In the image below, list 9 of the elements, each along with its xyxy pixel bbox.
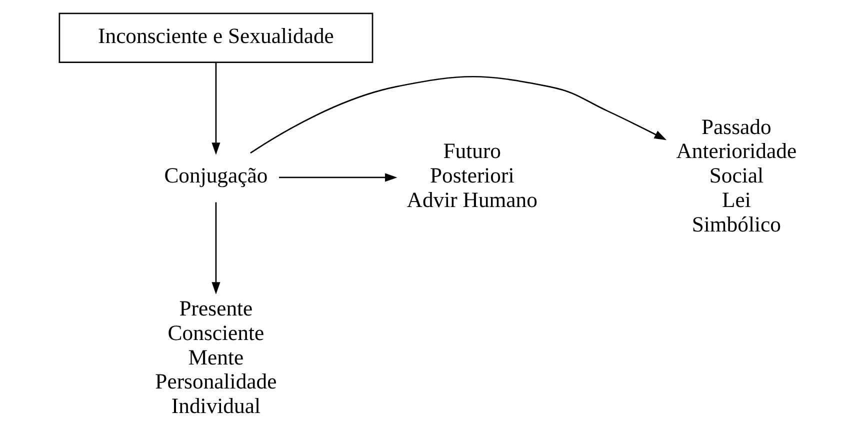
arrow xyxy=(211,62,220,155)
node-text: Conjugação xyxy=(164,164,268,188)
arrow xyxy=(250,76,666,154)
arrow xyxy=(211,202,220,294)
node-box: Inconsciente e Sexualidade xyxy=(58,12,373,63)
node-text: Futuro Posteriori Advir Humano xyxy=(406,139,537,212)
node-text: Presente Consciente Mente Personalidade Individual xyxy=(154,296,276,418)
arrow xyxy=(278,173,397,182)
node-text: Passado Anterioridade Social Lei Simbólico xyxy=(676,114,796,236)
